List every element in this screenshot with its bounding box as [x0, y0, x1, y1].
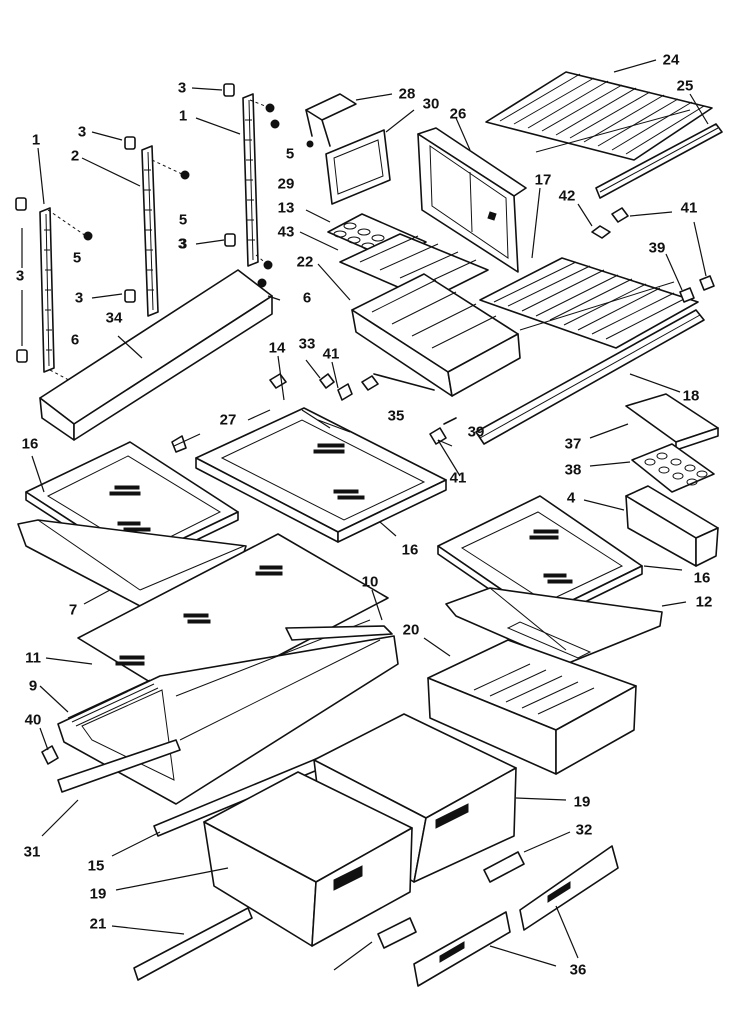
- callout-label: 3: [178, 235, 188, 253]
- callout-label: 5: [178, 211, 188, 229]
- small-clips: [171, 207, 715, 453]
- callout-label: 2: [70, 147, 80, 165]
- callout-label: 15: [87, 857, 105, 875]
- callout-label: 41: [322, 345, 340, 363]
- callout-label: 14: [268, 339, 286, 357]
- callout-label: 3: [74, 289, 84, 307]
- callout-label: 31: [23, 843, 41, 861]
- shelf-front-rail-34: [39, 269, 273, 441]
- callout-label: 40: [24, 711, 42, 729]
- callout-label: 39: [467, 423, 485, 441]
- callout-label: 6: [302, 289, 312, 307]
- callout-label: 16: [693, 569, 711, 587]
- shelf-frame-7: [17, 519, 247, 607]
- callout-label: 1: [31, 131, 41, 149]
- callout-label: 3: [177, 79, 187, 97]
- callout-label: 16: [21, 435, 39, 453]
- wire-shelf-24: [485, 71, 713, 161]
- drawer-handle-36-right: [519, 845, 619, 931]
- callout-label: 3: [177, 235, 187, 253]
- callout-label: 12: [695, 593, 713, 611]
- callout-label: 41: [449, 469, 467, 487]
- rail-end-caps: [15, 83, 236, 363]
- handle-clip-32: [483, 851, 525, 883]
- callout-label: 30: [422, 95, 440, 113]
- callout-label: 35: [387, 407, 405, 425]
- alignment-dashes: [47, 99, 271, 387]
- callout-label: 34: [105, 309, 123, 327]
- callout-label: 3: [77, 123, 87, 141]
- callout-label: 6: [70, 331, 80, 349]
- shelf-frame-12: [445, 587, 663, 665]
- shelf-rail-18: [475, 309, 705, 445]
- callout-label: 24: [662, 51, 680, 69]
- callout-label: 32: [575, 821, 593, 839]
- divider-10: [285, 625, 393, 641]
- crisper-bin-20: [427, 621, 637, 775]
- meat-pan-22: [351, 273, 521, 397]
- callout-label: 33: [298, 335, 316, 353]
- slide-rail-31: [57, 739, 181, 793]
- wire-shelf-17: [479, 257, 699, 349]
- callout-label: 25: [676, 77, 694, 95]
- callout-label: 21: [89, 915, 107, 933]
- callout-label: 3: [15, 267, 25, 285]
- callout-label: 37: [564, 435, 582, 453]
- callout-label: 13: [277, 199, 295, 217]
- callout-label: 18: [682, 387, 700, 405]
- callout-label: 27: [219, 411, 237, 429]
- leader-lines: [21, 59, 709, 971]
- shelf-ladder-left: [39, 207, 55, 373]
- callout-label: 26: [449, 105, 467, 123]
- callout-label: 19: [89, 885, 107, 903]
- callout-label: 11: [25, 649, 41, 667]
- shelf-ladder-center: [141, 145, 159, 317]
- bin-door-30: [306, 129, 391, 205]
- crisper-frame-26: [417, 127, 527, 273]
- callout-label: 5: [285, 145, 295, 163]
- glass-shelf-16-center: [195, 407, 447, 543]
- callout-label: 20: [402, 621, 420, 639]
- callout-label: 41: [680, 199, 698, 217]
- drawer-19-lower: [203, 771, 413, 947]
- callout-label: 9: [28, 677, 38, 695]
- callout-label: 7: [68, 601, 78, 619]
- callout-label: 28: [398, 85, 416, 103]
- door-bin-4: [625, 485, 719, 567]
- callout-label: 29: [277, 175, 295, 193]
- callout-label: 1: [178, 107, 188, 125]
- bracket-28: [305, 93, 357, 147]
- handle-clip-36-small: [377, 917, 417, 949]
- shelf-ladder-right: [242, 93, 259, 267]
- callout-label: 39: [648, 239, 666, 257]
- callout-label: 19: [573, 793, 591, 811]
- callout-label: 38: [564, 461, 582, 479]
- callout-label: 36: [569, 961, 587, 979]
- dairy-lid-37: [625, 393, 719, 451]
- egg-holder-38: [631, 443, 715, 493]
- clip-40: [41, 745, 59, 765]
- callout-label: 16: [401, 541, 419, 559]
- callout-label: 10: [361, 573, 379, 591]
- crisper-cover-11: [77, 533, 389, 705]
- callout-label: 17: [534, 171, 552, 189]
- callout-label: 5: [72, 249, 82, 267]
- callout-label: 22: [296, 253, 314, 271]
- callout-label: 4: [566, 489, 576, 507]
- drawer-handle-36-left: [413, 911, 511, 987]
- callout-label: 43: [277, 223, 295, 241]
- callout-label: 42: [558, 187, 576, 205]
- shelf-trim-25: [595, 123, 723, 199]
- drawer-rail-21: [133, 907, 253, 981]
